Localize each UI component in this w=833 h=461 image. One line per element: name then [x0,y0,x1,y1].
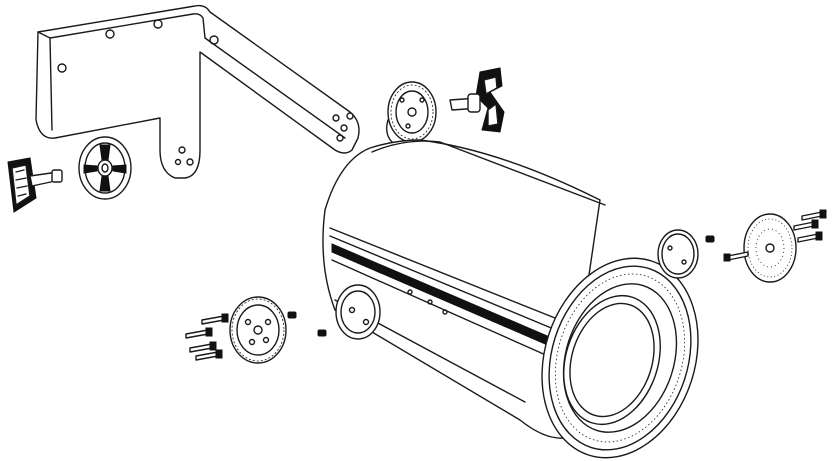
screws [185,209,827,361]
side-plate-front [335,284,381,340]
screw-icon [793,219,819,231]
side-plate-rear [657,229,699,279]
knob-right [449,67,505,133]
screw-icon [801,209,827,221]
housing [322,139,699,459]
screw-icon [723,251,749,262]
screw-icon [287,311,297,319]
knob-left [7,157,63,213]
dotted-plate-right [743,213,797,283]
screw-icon [189,341,217,353]
yoke-bracket [35,4,360,179]
screw-icon [705,235,715,243]
ratchet-plate-top [385,81,437,143]
gear-plate-left [229,296,287,364]
screw-icon [195,349,223,361]
screw-icon [201,313,229,325]
screw-icon [185,327,213,339]
friction-disc-left [78,136,132,200]
screw-icon [317,329,327,337]
screw-icon [797,231,823,243]
